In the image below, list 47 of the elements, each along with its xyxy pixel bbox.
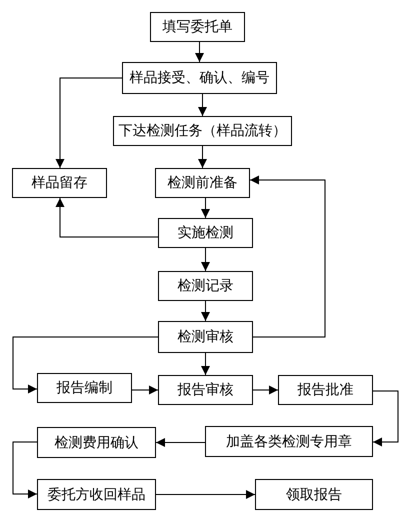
process-box bbox=[113, 116, 292, 146]
arrow bbox=[156, 490, 256, 499]
box-label: 加盖各类检测专用章 bbox=[226, 434, 352, 448]
process-box bbox=[278, 375, 373, 405]
box-label: 报告编制 bbox=[56, 381, 112, 395]
box-label: 委托方收回样品 bbox=[48, 488, 146, 502]
process-box bbox=[37, 427, 156, 458]
box-label: 样品留存 bbox=[32, 176, 88, 190]
process-box bbox=[155, 168, 250, 198]
process-box bbox=[12, 168, 107, 198]
box-label: 检测审核 bbox=[178, 330, 234, 344]
process-box bbox=[205, 426, 373, 457]
process-box bbox=[37, 373, 132, 403]
box-label: 报告批准 bbox=[298, 383, 354, 397]
arrow bbox=[252, 386, 278, 394]
box-label: 报告审核 bbox=[178, 383, 234, 397]
process-box bbox=[37, 479, 156, 510]
arrow bbox=[195, 42, 204, 62]
arrow bbox=[56, 198, 158, 238]
arrow bbox=[198, 94, 207, 116]
process-box bbox=[158, 375, 253, 405]
arrow bbox=[156, 438, 206, 447]
box-label: 检测费用确认 bbox=[54, 436, 138, 450]
arrow bbox=[372, 390, 398, 446]
box-label: 检测前准备 bbox=[168, 176, 238, 190]
box-label: 下达检测任务（样品流转） bbox=[118, 124, 286, 138]
box-label: 检测记录 bbox=[178, 279, 234, 293]
process-box bbox=[158, 321, 253, 353]
arrow bbox=[201, 248, 210, 272]
box-label: 领取报告 bbox=[286, 488, 342, 502]
process-box bbox=[255, 479, 373, 510]
arrow bbox=[12, 336, 158, 394]
arrow bbox=[201, 300, 210, 322]
arrow bbox=[132, 386, 158, 394]
process-box bbox=[150, 12, 245, 42]
arrow bbox=[250, 176, 326, 338]
arrow bbox=[12, 442, 38, 498]
arrow bbox=[201, 198, 210, 218]
arrow bbox=[56, 78, 122, 168]
box-label: 实施检测 bbox=[178, 226, 234, 240]
process-box bbox=[122, 62, 277, 94]
arrow bbox=[198, 146, 207, 168]
box-label: 样品接受、确认、编号 bbox=[130, 71, 270, 85]
process-box bbox=[158, 218, 253, 248]
arrow bbox=[201, 352, 210, 376]
process-box bbox=[158, 271, 253, 301]
box-label: 填写委托单 bbox=[162, 20, 232, 34]
